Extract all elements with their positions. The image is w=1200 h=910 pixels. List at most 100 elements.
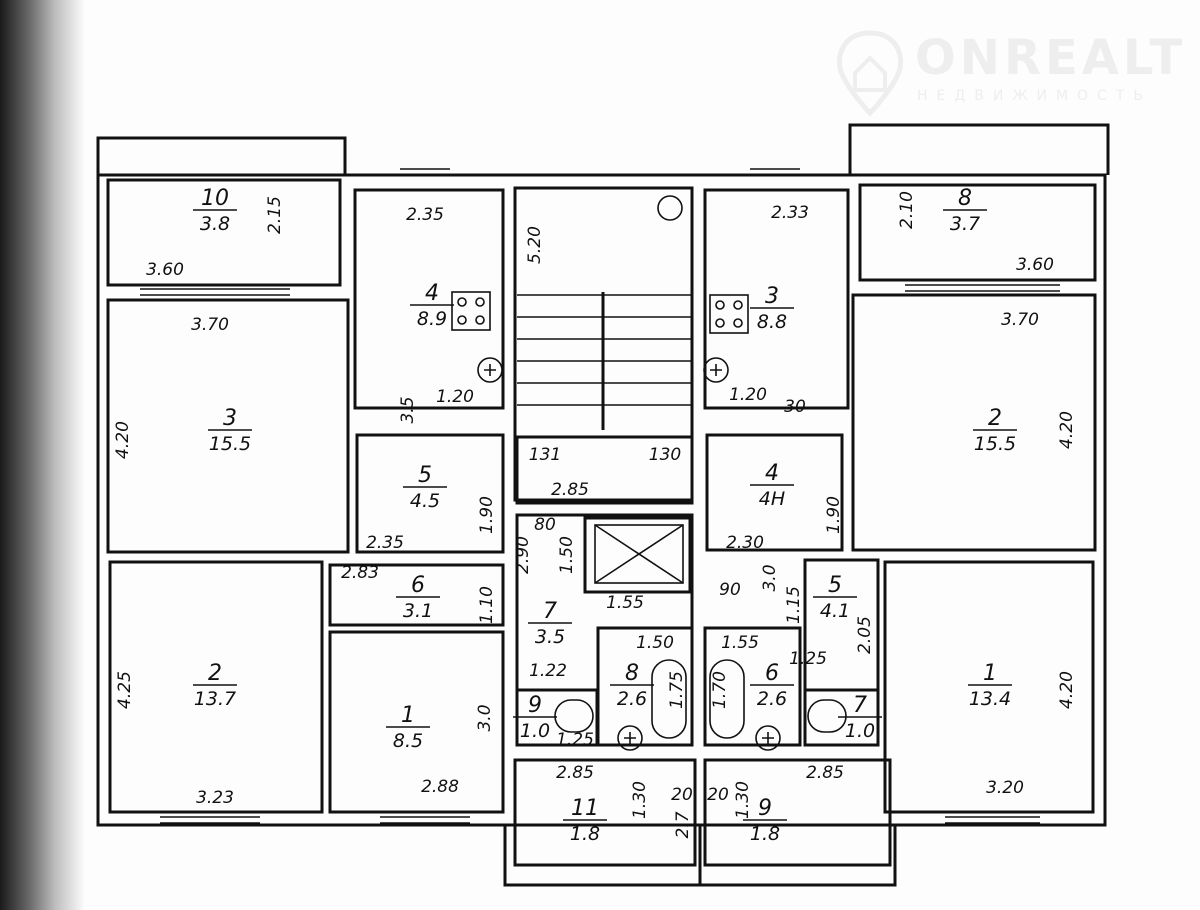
dimension-label: 3.0: [475, 704, 495, 731]
dimension-label: 4.20: [1057, 411, 1077, 449]
dimension-label: 1.22: [529, 661, 567, 681]
room-area: 8.5: [393, 730, 423, 752]
room-left-small-wall: [328, 630, 505, 814]
room-left-bedroom-wall: [108, 560, 324, 814]
dimension-label: 1.50: [557, 536, 577, 574]
dimension-label: 2.90: [513, 536, 533, 574]
dimension-label: 5.20: [525, 226, 545, 264]
lift-shaft-wall: [583, 516, 692, 594]
dimension-label: 1.70: [710, 671, 730, 709]
room-left-corridor-wall: [328, 563, 505, 627]
dimension-label: 2.30: [726, 533, 764, 553]
dimension-label: 131: [529, 445, 561, 465]
room-area: 3.1: [403, 600, 433, 622]
dimension-label: 1.30: [630, 781, 650, 819]
loggia-frame-left: [503, 825, 702, 887]
dimension-label: 2.83: [341, 563, 379, 583]
loggia-frame-right: [700, 825, 897, 887]
room-number: 10: [201, 186, 229, 211]
stairwell-wall: [513, 186, 694, 502]
balcony-right-room-wall: [858, 183, 1097, 282]
room-area: 4H: [759, 488, 785, 510]
room-number: 5: [418, 463, 432, 488]
dimension-label: 1.30: [733, 781, 753, 819]
dimension-label: 1.90: [477, 496, 497, 534]
room-number: 11: [571, 796, 599, 821]
lift-cross: [594, 524, 684, 584]
dimension-label: 3.60: [146, 260, 184, 280]
toilet-icon: [554, 699, 594, 733]
dimension-label: 1.20: [436, 387, 474, 407]
room-number: 8: [958, 186, 972, 211]
dimension-label: 2.35: [406, 205, 444, 225]
bathtub-icon: [651, 659, 687, 739]
dimension-label: 2.88: [421, 777, 459, 797]
room-right-hall-wall: [705, 433, 844, 552]
watermark-title: ONREALT: [915, 30, 1187, 86]
sink-plus-icon: [624, 732, 636, 744]
stove-burner-icon: [715, 300, 725, 310]
dimension-label: 4.25: [115, 671, 135, 709]
room-number: 7: [853, 693, 867, 718]
room-area: 1.0: [845, 720, 875, 742]
stove-burner-icon: [457, 297, 467, 307]
dimension-label: 3.0: [760, 564, 780, 591]
dimension-label: 1.55: [606, 593, 644, 613]
bathtub-icon: [709, 659, 745, 739]
room-right-bedroom-wall: [883, 560, 1095, 814]
dimension-label: 1.75: [667, 671, 687, 709]
room-number: 2: [988, 406, 1002, 431]
stove-burner-icon: [475, 315, 485, 325]
balcony-left-room-wall: [106, 178, 342, 287]
room-number: 3: [765, 284, 779, 309]
dimension-label: 2.85: [551, 480, 589, 500]
dimension-label: 4.20: [1057, 671, 1077, 709]
room-number: 1: [401, 703, 415, 728]
room-right-living-wall: [851, 293, 1097, 552]
dimension-label: 1.90: [824, 496, 844, 534]
stove-burner-icon: [733, 300, 743, 310]
dimension-label: 2.10: [897, 191, 917, 229]
dimension-label: 2.35: [366, 533, 404, 553]
sink-plus-icon: [762, 732, 774, 744]
room-number: 6: [411, 573, 425, 598]
room-number: 7: [543, 599, 557, 624]
lift-box: [594, 524, 684, 584]
room-number: 4: [765, 461, 779, 486]
dimension-label: 1.25: [556, 730, 594, 750]
dimension-label: 2.7: [673, 811, 693, 838]
watermark-subtitle: НЕДВИЖИМОСТЬ: [917, 88, 1152, 104]
dimension-label: 3.70: [191, 315, 229, 335]
room-number: 9: [758, 796, 772, 821]
room-area: 15.5: [974, 433, 1016, 455]
dimension-label: 3.20: [986, 778, 1024, 798]
sink-icon: [477, 357, 503, 383]
room-number: 9: [528, 693, 542, 718]
room-area: 4.5: [410, 490, 440, 512]
room-right-kitchen-wall: [703, 188, 850, 410]
room-area: 1.8: [750, 823, 780, 845]
loggia-left-wall: [513, 758, 697, 867]
sink-plus-icon: [710, 364, 722, 376]
stove-burner-icon: [475, 297, 485, 307]
room-area: 3.7: [950, 213, 980, 235]
room-area: 2.6: [617, 688, 647, 710]
dimension-label: 1.50: [636, 633, 674, 653]
stove-burner-icon: [715, 318, 725, 328]
dimension-label: 20: [671, 785, 693, 805]
room-area: 3.8: [200, 213, 230, 235]
room-number: 3: [223, 406, 237, 431]
dimension-label: 130: [649, 445, 681, 465]
dimension-label: 1.15: [784, 586, 804, 624]
dimension-label: 1.10: [477, 586, 497, 624]
room-area: 8.9: [417, 308, 447, 330]
room-area: 13.7: [194, 688, 236, 710]
dimension-label: 20: [707, 785, 729, 805]
dimension-label: 1.25: [789, 649, 827, 669]
dimension-label: 3.23: [196, 788, 234, 808]
room-area: 3.5: [535, 626, 565, 648]
dimension-label: 1.20: [729, 385, 767, 405]
sink-plus-icon: [484, 364, 496, 376]
room-left-kitchen-wall: [353, 188, 505, 410]
